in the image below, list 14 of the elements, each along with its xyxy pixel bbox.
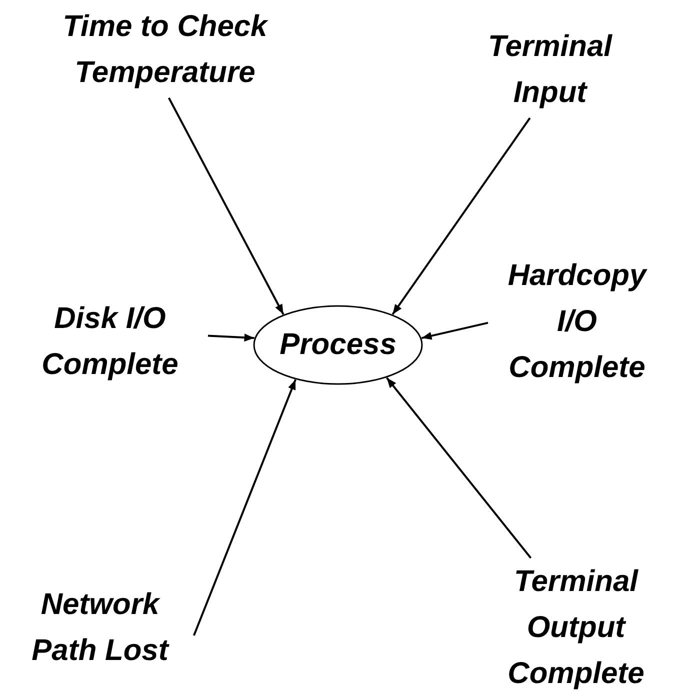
arrow [168, 97, 284, 315]
arrow [208, 334, 254, 342]
arrow [392, 117, 531, 315]
event-label: Time to Check Temperature [62, 9, 270, 91]
event-label: Terminal Output Complete [506, 564, 646, 692]
event-label: Hardcopy I/O Complete [506, 258, 648, 386]
event-label: Disk I/O Complete [40, 301, 180, 383]
arrow [386, 377, 532, 559]
event-label: Network Path Lost [30, 587, 170, 669]
process-ellipse [253, 305, 423, 385]
arrow [421, 322, 488, 340]
event-label: Terminal Input [487, 29, 614, 111]
process-label: Process [280, 327, 396, 363]
arrow [192, 379, 296, 636]
